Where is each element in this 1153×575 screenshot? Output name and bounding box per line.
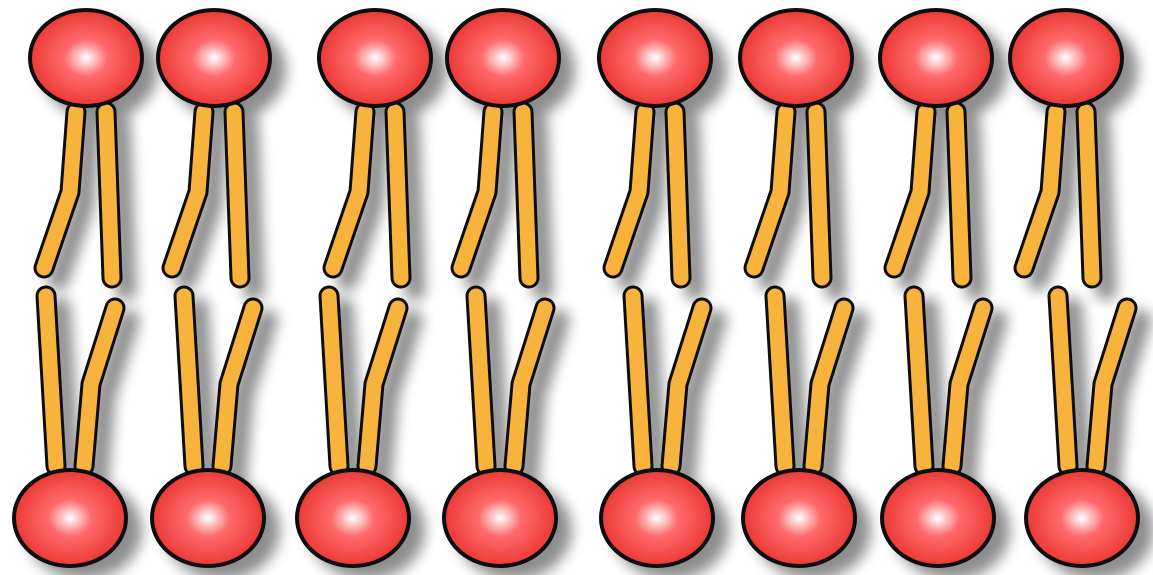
straight-tail — [329, 296, 339, 466]
straight-tail — [675, 112, 681, 278]
polar-head — [1010, 10, 1122, 106]
polar-head — [882, 470, 994, 566]
bottom-phospholipid — [152, 296, 264, 566]
polar-head — [158, 10, 270, 106]
top-phospholipid — [30, 10, 142, 278]
polar-head — [30, 10, 142, 106]
bottom-phospholipid — [743, 296, 855, 566]
bent-tail — [84, 308, 115, 466]
polar-head — [447, 10, 559, 106]
bent-tail — [461, 112, 493, 268]
bottom-leaflet — [14, 296, 1138, 566]
straight-tail — [816, 112, 822, 278]
straight-tail — [914, 296, 924, 466]
bent-tail — [367, 308, 398, 466]
straight-tail — [775, 296, 785, 466]
bottom-phospholipid — [444, 296, 556, 566]
bent-tail — [754, 112, 786, 268]
straight-tail — [106, 112, 112, 278]
straight-tail — [476, 296, 486, 466]
bent-tail — [813, 308, 844, 466]
bent-tail — [172, 112, 204, 268]
bent-tail — [333, 112, 365, 268]
top-phospholipid — [1010, 10, 1122, 278]
bottom-phospholipid — [14, 296, 126, 566]
top-phospholipid — [880, 10, 992, 278]
straight-tail — [633, 296, 643, 466]
top-phospholipid — [447, 10, 559, 278]
bent-tail — [1024, 112, 1056, 268]
top-leaflet — [30, 10, 1122, 278]
bent-tail — [894, 112, 926, 268]
bottom-phospholipid — [882, 296, 994, 566]
bent-tail — [222, 308, 253, 466]
bottom-phospholipid — [601, 296, 713, 566]
top-phospholipid — [599, 10, 711, 278]
polar-head — [14, 470, 126, 566]
top-phospholipid — [158, 10, 270, 278]
polar-head — [444, 470, 556, 566]
straight-tail — [46, 296, 56, 466]
top-phospholipid — [319, 10, 431, 278]
straight-tail — [184, 296, 194, 466]
polar-head — [601, 470, 713, 566]
top-phospholipid — [740, 10, 852, 278]
bent-tail — [671, 308, 702, 466]
bent-tail — [44, 112, 76, 268]
bent-tail — [514, 308, 545, 466]
polar-head — [1026, 470, 1138, 566]
straight-tail — [234, 112, 240, 278]
bent-tail — [1096, 308, 1127, 466]
polar-head — [319, 10, 431, 106]
straight-tail — [956, 112, 962, 278]
bent-tail — [952, 308, 983, 466]
polar-head — [740, 10, 852, 106]
straight-tail — [523, 112, 529, 278]
bottom-phospholipid — [297, 296, 409, 566]
polar-head — [152, 470, 264, 566]
straight-tail — [1086, 112, 1092, 278]
polar-head — [880, 10, 992, 106]
straight-tail — [1058, 296, 1068, 466]
polar-head — [743, 470, 855, 566]
bottom-phospholipid — [1026, 296, 1138, 566]
polar-head — [599, 10, 711, 106]
polar-head — [297, 470, 409, 566]
bent-tail — [613, 112, 645, 268]
straight-tail — [395, 112, 401, 278]
